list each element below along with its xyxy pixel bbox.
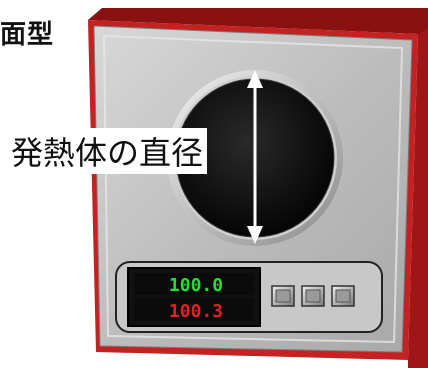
double-arrow-icon	[247, 70, 263, 244]
process-value-readout: 100.3	[169, 301, 223, 322]
setpoint-readout: 100.0	[169, 275, 223, 296]
button-3[interactable]	[331, 285, 355, 307]
page-title: 面型	[0, 20, 55, 50]
button-2[interactable]	[301, 285, 325, 307]
housing-side	[408, 28, 428, 368]
diameter-label: 発熱体の直径	[5, 128, 208, 174]
button-1[interactable]	[271, 285, 295, 307]
housing-top	[88, 8, 428, 34]
